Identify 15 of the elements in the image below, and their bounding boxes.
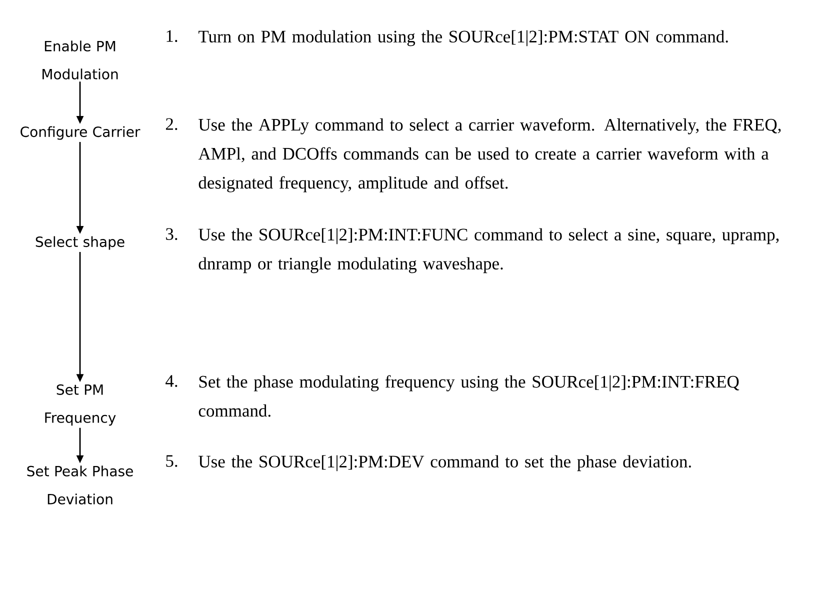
step-number: 3.	[166, 228, 178, 240]
step-label: Set PM Frequency	[45, 384, 116, 426]
step-label: Select shape	[36, 236, 124, 250]
step-label: Configure Carrier	[20, 126, 140, 140]
step-number: 1.	[166, 30, 178, 42]
step-number: 4.	[166, 375, 178, 387]
step-description: Set the phase modulating frequency using the SOURce[1|2]:PM:INT:FREQ command.	[198, 375, 740, 417]
step-label: Enable PM Modulation	[42, 40, 118, 80]
step-description: Use the SOURce[1|2]:PM:DEV command to set the phase deviation.	[198, 455, 691, 472]
step-description: Use the APPLy command to select a carrier waveform. Alternatively, the FREQ, AMPl, and DCOffs commands can be used to create a carrier waveform with a designated frequency, amplitude and offset.	[198, 118, 781, 192]
step-number: 2.	[166, 118, 178, 130]
step-description: Use the SOURce[1|2]:PM:INT:FUNC command to select a sine, square, upramp, dnramp or triangle modulating waveshape.	[198, 228, 779, 274]
step-label: Set Peak Phase Deviation	[27, 466, 133, 504]
step-description: Turn on PM modulation using the SOURce[1|2]:PM:STAT ON command.	[198, 30, 728, 46]
step-number: 5.	[166, 455, 178, 467]
